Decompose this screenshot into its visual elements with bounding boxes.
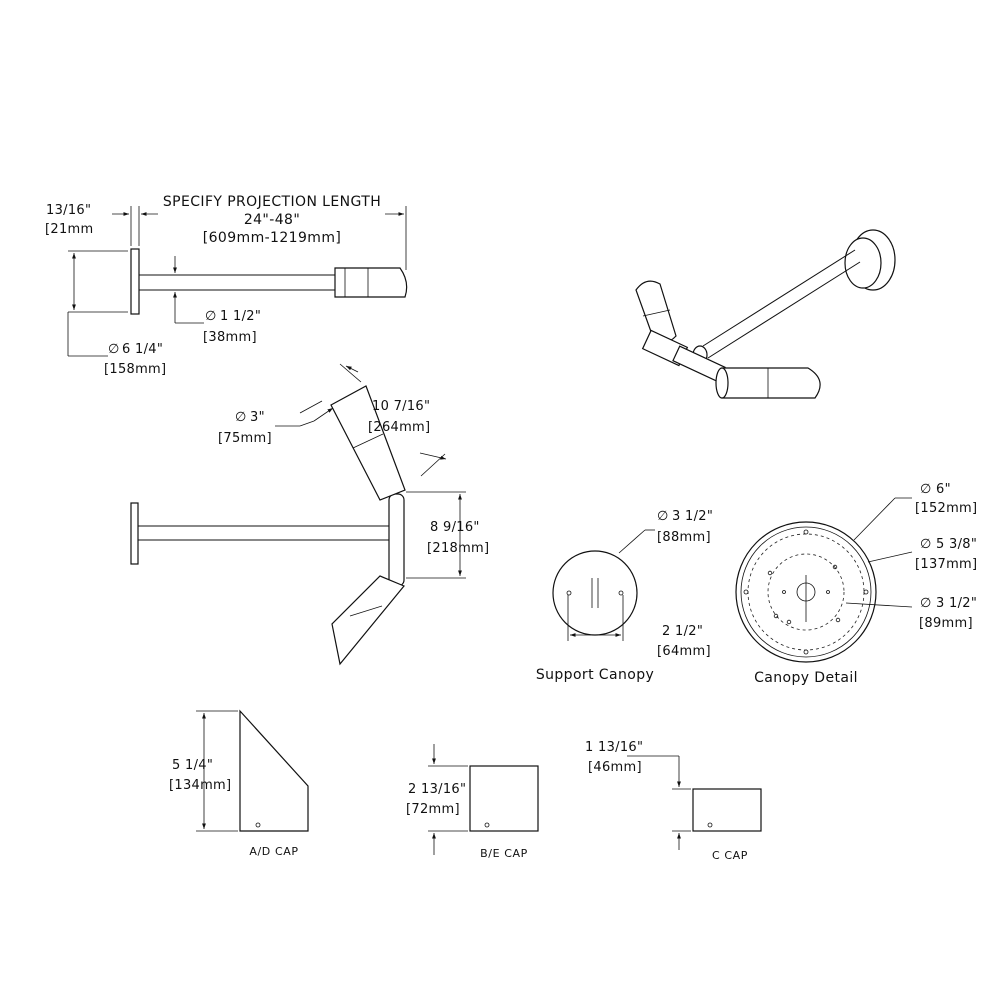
support-canopy-circle	[552, 550, 638, 636]
plate-dia-in: 6 1/4"	[122, 342, 163, 357]
diameter-symbol: ∅	[920, 596, 932, 611]
plate-thickness-in: 13/16"	[46, 203, 91, 218]
support-canopy-view: ∅ 3 1/2" [88mm] 2 1/2" [64mm] Support Ca…	[536, 509, 713, 683]
head-len-mm: [264mm]	[368, 420, 430, 435]
be-cap-view: 2 13/16" [72mm] B/E CAP	[406, 744, 539, 860]
c-cap-height-mm: [46mm]	[588, 760, 642, 775]
diameter-symbol: ∅	[920, 482, 932, 497]
c-cap-height-in: 1 13/16"	[585, 740, 643, 755]
span-mm: [218mm]	[427, 541, 489, 556]
dh-head-upper	[330, 385, 406, 501]
head-dia-mm: [75mm]	[218, 431, 272, 446]
dh-head-lower	[331, 575, 405, 666]
plate-dia-mm: [158mm]	[104, 362, 166, 377]
c-cap-label: C CAP	[712, 849, 748, 862]
head-len-in: 10 7/16"	[372, 399, 430, 414]
head-dia-in: 3"	[250, 410, 265, 425]
support-canopy-dia-in: 3 1/2"	[672, 509, 713, 524]
canopy-inner-dia-mm: [89mm]	[919, 616, 973, 631]
projection-title: SPECIFY PROJECTION LENGTH	[163, 194, 381, 210]
be-cap-height-in: 2 13/16"	[408, 782, 466, 797]
wall-plate	[130, 248, 140, 315]
ad-cap-height-mm: [134mm]	[169, 778, 231, 793]
be-cap-height-mm: [72mm]	[406, 802, 460, 817]
dh-knuckle	[388, 493, 405, 587]
dh-wall-plate	[130, 502, 139, 565]
support-canopy-spacing-mm: [64mm]	[657, 644, 711, 659]
span-in: 8 9/16"	[430, 520, 480, 535]
plate-thickness-mm: [21mm	[45, 222, 93, 237]
canopy-outer-dia-in: 6"	[936, 482, 951, 497]
be-cap-label: B/E CAP	[480, 847, 528, 860]
arm-dia-mm: [38mm]	[203, 330, 257, 345]
canopy-inner-circle	[767, 553, 845, 631]
ad-cap-label: A/D CAP	[249, 845, 298, 858]
ad-cap-view: 5 1/4" [134mm] A/D CAP	[169, 709, 309, 858]
ad-cap-shape	[239, 709, 309, 832]
double-head-view: ∅ 3" [75mm] 10 7/16" [264mm] 8 9/16" [21…	[130, 363, 489, 666]
canopy-detail-view: ∅ 6" [152mm] ∅ 5 3/8" [137mm] ∅ 3 1/2" […	[735, 482, 977, 686]
canopy-inner-dia-in: 3 1/2"	[936, 596, 977, 611]
be-cap-shape	[469, 765, 539, 832]
canopy-detail-label: Canopy Detail	[754, 670, 858, 686]
support-canopy-spacing-in: 2 1/2"	[662, 624, 703, 639]
canopy-bolt-dia-mm: [137mm]	[915, 557, 977, 572]
c-cap-view: 1 13/16" [46mm] C CAP	[585, 740, 762, 862]
isometric-view	[635, 229, 896, 399]
diameter-symbol: ∅	[235, 410, 247, 425]
projection-range-in: 24"-48"	[244, 212, 300, 228]
side-view: SPECIFY PROJECTION LENGTH 24"-48" [609mm…	[45, 194, 408, 377]
c-cap-shape	[692, 788, 762, 832]
diameter-symbol: ∅	[657, 509, 669, 524]
diameter-symbol: ∅	[920, 537, 932, 552]
ad-cap-height-in: 5 1/4"	[172, 758, 213, 773]
iso-head-lower	[721, 367, 821, 399]
projection-range-mm: [609mm-1219mm]	[203, 230, 341, 246]
canopy-bolt-dia-in: 5 3/8"	[936, 537, 977, 552]
diameter-symbol: ∅	[108, 342, 120, 357]
fixture-head	[334, 267, 408, 298]
support-canopy-dia-mm: [88mm]	[657, 530, 711, 545]
canopy-outer-dia-mm: [152mm]	[915, 501, 977, 516]
support-canopy-label: Support Canopy	[536, 667, 654, 683]
arm-dia-in: 1 1/2"	[220, 309, 261, 324]
diameter-symbol: ∅	[205, 309, 217, 324]
